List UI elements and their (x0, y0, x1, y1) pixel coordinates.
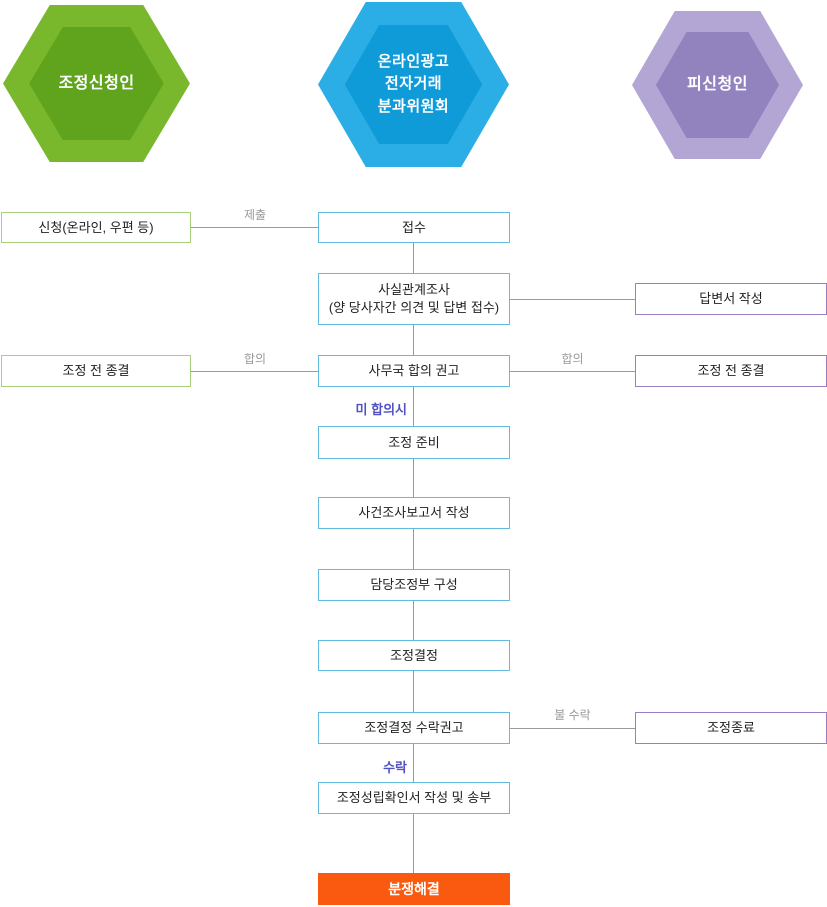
connector-office-to-preend-left (191, 371, 318, 372)
connector-office-to-prepare (413, 387, 414, 426)
hexagon-committee-inner (344, 25, 483, 144)
connector-factcheck-to-office (413, 325, 414, 355)
connector-acceptrec-to-end (510, 728, 635, 729)
box-pre-end-left: 조정 전 종결 (1, 355, 191, 387)
box-mediation-end: 조정종료 (635, 712, 827, 744)
box-receipt: 접수 (318, 212, 510, 243)
box-report: 사건조사보고서 작성 (318, 497, 510, 529)
hexagon-committee-label: 온라인광고 전자거래 분과위원회 (378, 51, 450, 119)
box-panel: 담당조정부 구성 (318, 569, 510, 601)
edge-label-not-agreed: 미 합의시 (355, 402, 407, 417)
connector-receipt-to-factcheck (413, 243, 414, 273)
box-fact-check-line1: 사실관계조사 (378, 282, 450, 298)
edge-label-not-accept: 불 수락 (554, 708, 591, 722)
edge-label-submit: 제출 (243, 208, 267, 222)
box-apply: 신청(온라인, 우편 등) (1, 212, 191, 243)
box-fact-check-line2: (양 당사자간 의견 및 답변 접수) (328, 300, 500, 315)
edge-label-agree-left: 합의 (243, 352, 267, 366)
connector-prepare-to-report (413, 459, 414, 497)
hexagon-respondent: 피신청인 (632, 11, 803, 159)
box-confirm-send: 조정성립확인서 작성 및 송부 (318, 782, 510, 814)
box-accept-recommend: 조정결정 수락권고 (318, 712, 510, 744)
committee-label-line2: 전자거래 (384, 75, 443, 93)
connector-confirm-to-resolved (413, 814, 414, 873)
connector-acceptrec-to-confirm (413, 744, 414, 782)
connector-panel-to-decision (413, 601, 414, 640)
box-prepare: 조정 준비 (318, 426, 510, 459)
connector-report-to-panel (413, 529, 414, 569)
hexagon-respondent-label: 피신청인 (687, 76, 748, 93)
hexagon-respondent-inner (655, 31, 780, 139)
hexagon-committee: 온라인광고 전자거래 분과위원회 (318, 2, 509, 167)
connector-apply-to-receipt (191, 227, 318, 228)
box-reply-write: 답변서 작성 (635, 283, 827, 315)
box-office-recommend: 사무국 합의 권고 (318, 355, 510, 387)
connector-office-to-preend-right (510, 371, 635, 372)
edge-label-agree-right: 합의 (561, 352, 584, 366)
hexagon-applicant: 조정신청인 (3, 5, 190, 162)
edge-label-accept: 수락 (383, 760, 407, 775)
box-pre-end-right: 조정 전 종결 (635, 355, 827, 387)
connector-factcheck-to-reply (510, 299, 635, 300)
committee-label-line1: 온라인광고 (377, 52, 450, 70)
box-resolved: 분쟁해결 (318, 873, 510, 905)
committee-label-line3: 분과위원회 (377, 97, 450, 115)
connector-decision-to-acceptrec (413, 671, 414, 712)
box-fact-check: 사실관계조사 (양 당사자간 의견 및 답변 접수) (318, 273, 510, 325)
box-decision: 조정결정 (318, 640, 510, 671)
hexagon-applicant-label: 조정신청인 (58, 74, 135, 92)
